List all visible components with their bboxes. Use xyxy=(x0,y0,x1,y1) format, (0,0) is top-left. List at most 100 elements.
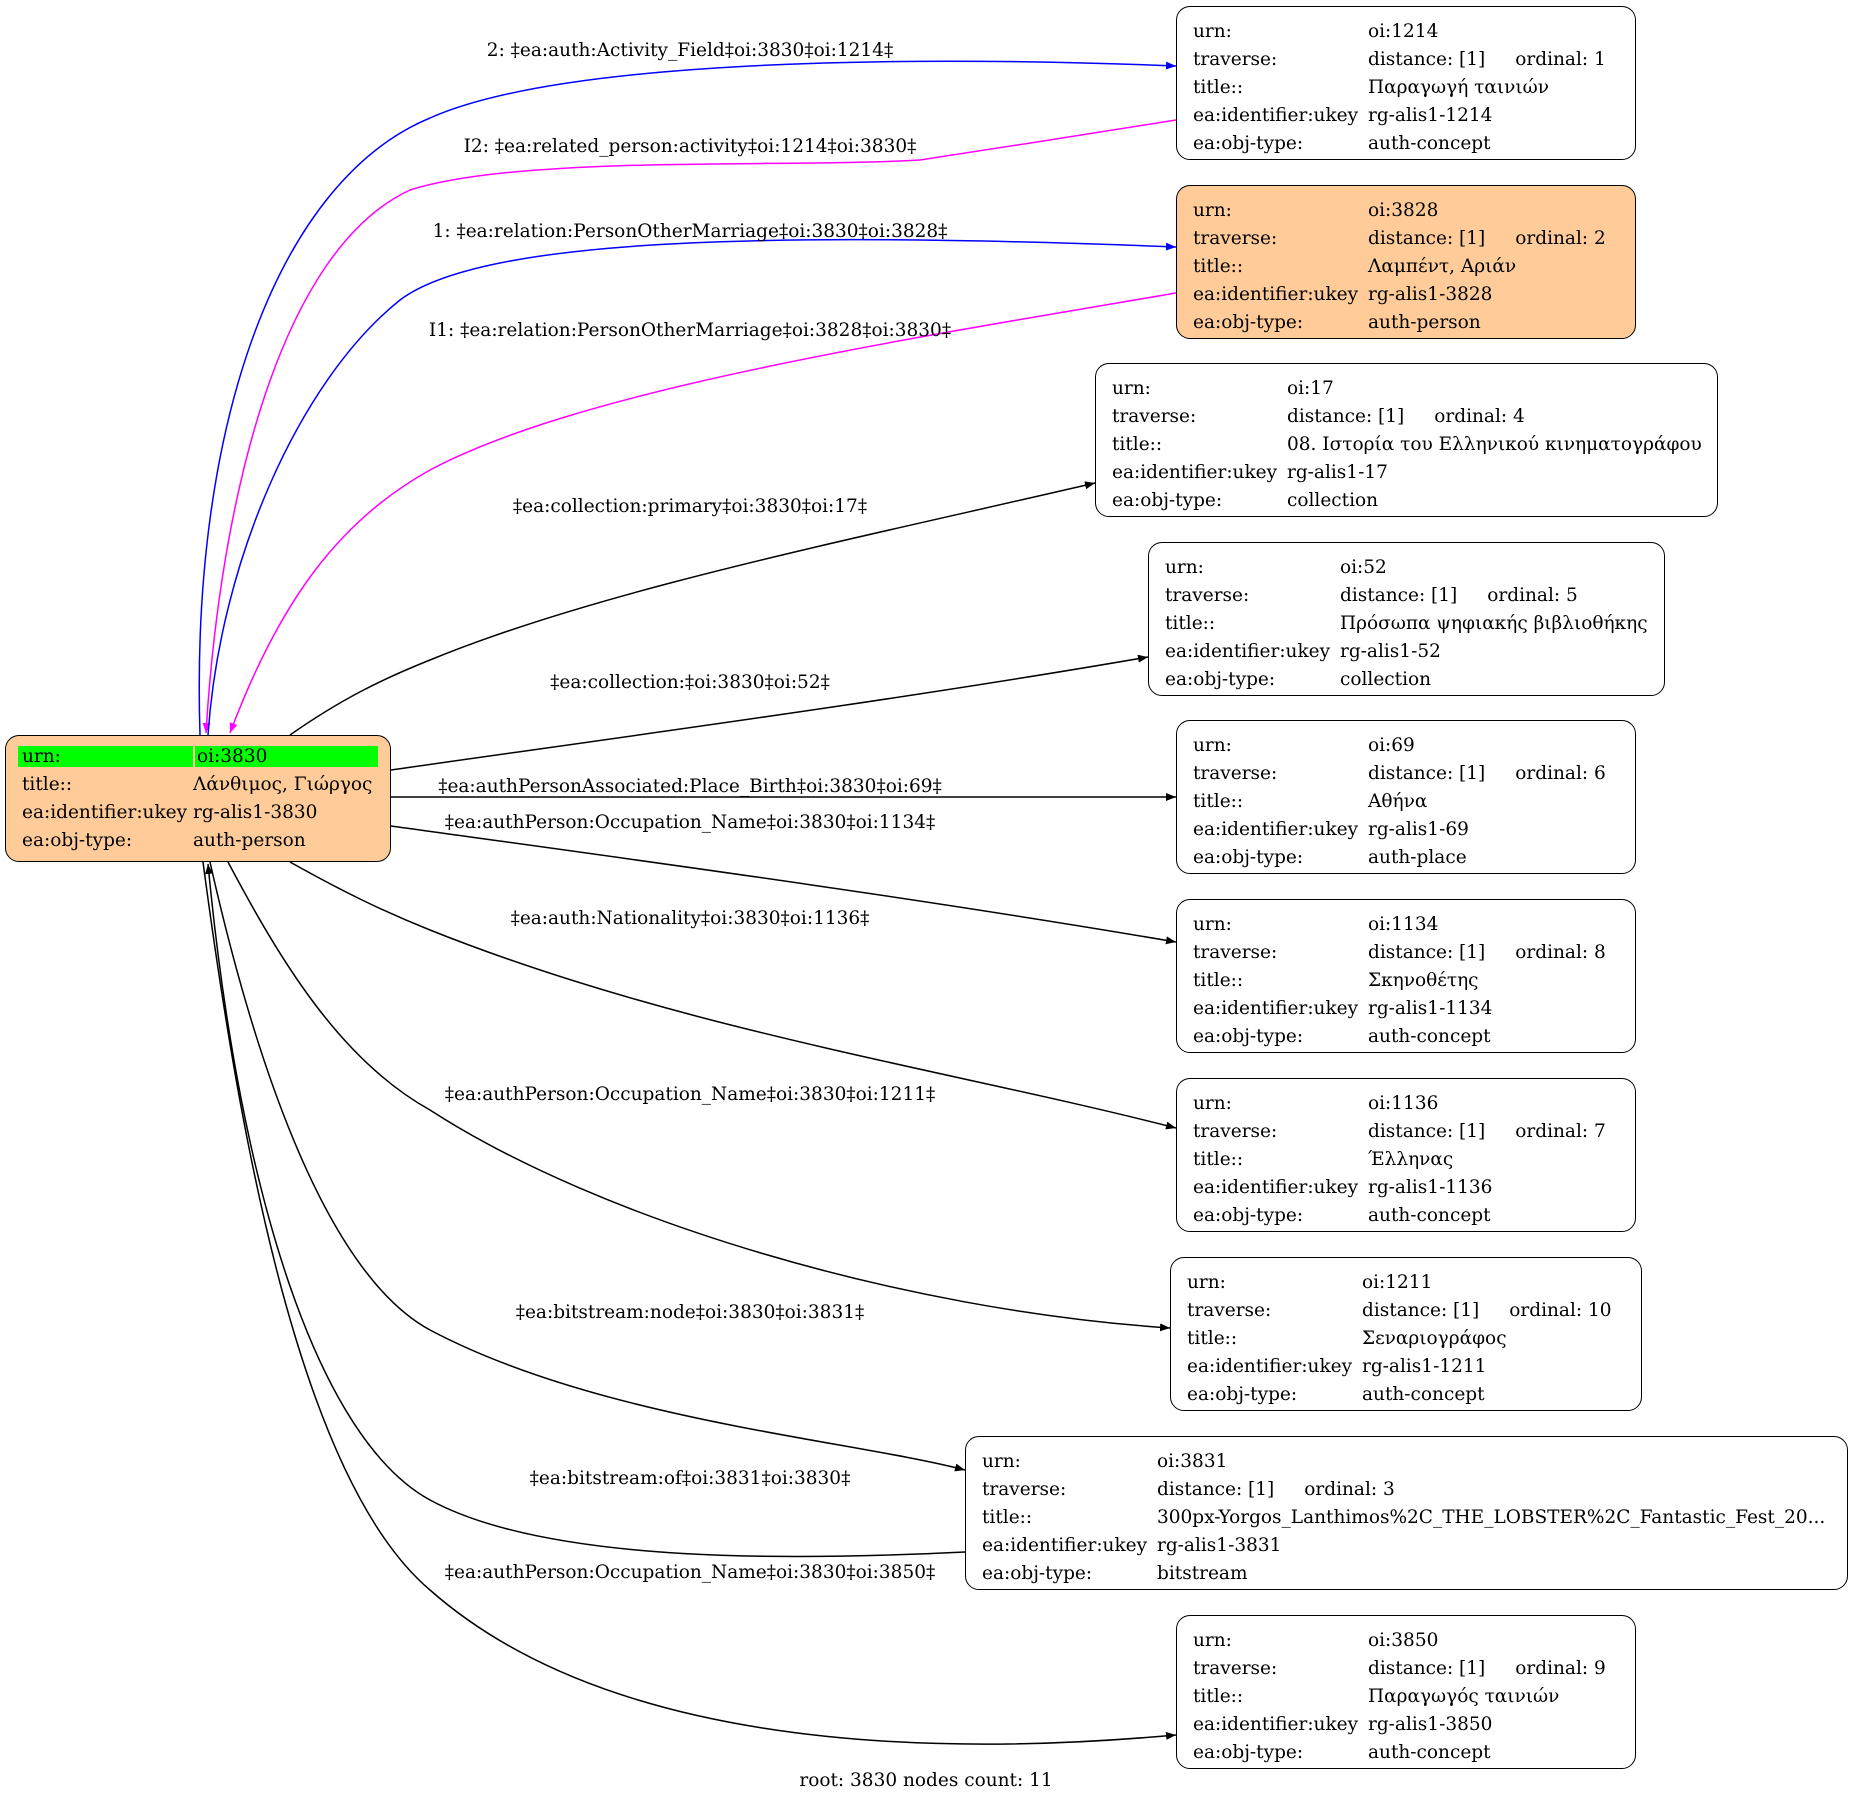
node-ukey-value: rg-alis1-1211 xyxy=(1362,1355,1487,1377)
node-title-row: title::Λαμπέντ, Αριάν xyxy=(1193,252,1619,280)
node-urn-row: urn: oi:1211 xyxy=(1187,1268,1625,1296)
node-type-row: ea:obj-type:auth-person xyxy=(1193,308,1619,336)
edge-label: I1: ‡ea:relation:PersonOtherMarriage‡oi:… xyxy=(429,320,951,341)
node-title-row: title::Σκηνοθέτης xyxy=(1193,966,1619,994)
node-traverse-value: distance: [1]ordinal: 10 xyxy=(1362,1300,1612,1321)
node-title-row: title::Παραγωγή ταινιών xyxy=(1193,73,1619,101)
node-traverse-label: traverse: xyxy=(1193,1657,1278,1679)
node-urn-label: urn: xyxy=(1187,1271,1226,1293)
node-urn-value: oi:17 xyxy=(1287,377,1334,399)
edge-occupation-1211 xyxy=(227,861,1171,1332)
node-title-label: title:: xyxy=(1193,1148,1244,1170)
node-traverse-label: traverse: xyxy=(1165,584,1250,606)
node-type-value: auth-concept xyxy=(1368,132,1491,154)
edge-label: ‡ea:authPerson:Occupation_Name‡oi:3830‡o… xyxy=(445,1084,935,1105)
node-title-label: title:: xyxy=(1112,433,1163,455)
root-node[interactable]: urn: oi:3830 title:: Λάνθιμος, Γιώργος e… xyxy=(5,735,391,862)
node-title-row: title::Παραγωγός ταινιών xyxy=(1193,1682,1619,1710)
node-traverse-row: traverse:distance: [1]ordinal: 7 xyxy=(1193,1117,1619,1145)
node-ordinal: ordinal: 3 xyxy=(1304,1478,1395,1500)
node-ordinal: ordinal: 5 xyxy=(1487,584,1578,606)
node-urn-row: urn:oi:3828 xyxy=(1193,196,1619,224)
node-urn-row: urn:oi:69 xyxy=(1193,731,1619,759)
node-urn-value: oi:1211 xyxy=(1362,1271,1433,1293)
node-title-label: title:: xyxy=(1193,969,1244,991)
edge-label: ‡ea:auth:Nationality‡oi:3830‡oi:1136‡ xyxy=(511,908,870,929)
node-type-label: ea:obj-type: xyxy=(1165,668,1276,690)
node-type-value: auth-concept xyxy=(1362,1383,1485,1405)
node-type-label: ea:obj-type: xyxy=(1193,1025,1304,1047)
node-ukey-label: ea:identifier:ukey xyxy=(1112,461,1278,483)
node-urn-value: oi:3850 xyxy=(1368,1629,1439,1651)
node-oi-1211[interactable]: urn: oi:1211 traverse: distance: [1]ordinal… xyxy=(1170,1257,1642,1411)
node-ukey-value: rg-alis1-1134 xyxy=(1368,997,1493,1019)
edge-label: ‡ea:collection:primary‡oi:3830‡oi:17‡ xyxy=(513,496,867,517)
node-type-value: bitstream xyxy=(1157,1562,1248,1584)
node-title-value: Παραγωγή ταινιών xyxy=(1368,76,1549,98)
node-title-row: title::Αθήνα xyxy=(1193,787,1619,815)
node-ordinal: ordinal: 10 xyxy=(1509,1299,1612,1321)
node-title-value: 08. Ιστορία του Ελληνικού κινηματογράφου xyxy=(1287,433,1702,455)
root-type-value: auth-person xyxy=(193,829,306,851)
node-traverse-label: traverse: xyxy=(1187,1299,1272,1321)
node-traverse-row: traverse: distance: [1]ordinal: 10 xyxy=(1187,1296,1625,1324)
node-type-row: ea:obj-type:auth-concept xyxy=(1193,129,1619,157)
node-ukey-label: ea:identifier:ukey xyxy=(982,1534,1148,1556)
node-traverse-label: traverse: xyxy=(982,1478,1067,1500)
node-distance: distance: [1] xyxy=(1368,941,1486,963)
edge-label: ‡ea:bitstream:node‡oi:3830‡oi:3831‡ xyxy=(516,1302,865,1323)
node-oi-1136[interactable]: urn: oi:1136 traverse:distance: [1]ordinal… xyxy=(1176,1078,1636,1232)
node-type-label: ea:obj-type: xyxy=(1193,1741,1304,1763)
node-urn-value: oi:1136 xyxy=(1368,1092,1439,1114)
node-ordinal: ordinal: 9 xyxy=(1515,1657,1606,1679)
node-title-label: title:: xyxy=(1193,255,1244,277)
node-traverse-value: distance: [1]ordinal: 7 xyxy=(1368,1121,1606,1142)
root-ukey-row: ea:identifier:ukey rg-alis1-3830 xyxy=(18,798,378,826)
node-title-row: title::300px-Yorgos_Lanthimos%2C_THE_LOB… xyxy=(982,1503,1831,1531)
node-urn-label: urn: xyxy=(1112,377,1151,399)
root-title-value: Λάνθιμος, Γιώργος xyxy=(193,773,373,795)
root-urn-row: urn: oi:3830 xyxy=(18,742,378,770)
node-type-label: ea:obj-type: xyxy=(982,1562,1093,1584)
edge-label: ‡ea:authPerson:Occupation_Name‡oi:3830‡o… xyxy=(445,1562,935,1583)
node-ukey-label: ea:identifier:ukey xyxy=(1165,640,1331,662)
node-ukey-value: rg-alis1-3831 xyxy=(1157,1534,1282,1556)
node-traverse-value: distance: [1]ordinal: 5 xyxy=(1340,585,1578,606)
node-ukey-value: rg-alis1-1214 xyxy=(1368,104,1493,126)
node-ukey-value: rg-alis1-3828 xyxy=(1368,283,1493,305)
node-type-label: ea:obj-type: xyxy=(1193,846,1304,868)
footer-summary: root: 3830 nodes count: 11 xyxy=(799,1770,1053,1791)
node-urn-row: urn:oi:3850 xyxy=(1193,1626,1619,1654)
node-title-row: title::Σεναριογράφος xyxy=(1187,1324,1625,1352)
node-title-value: Πρόσωπα ψηφιακής βιβλιοθήκης xyxy=(1340,612,1648,634)
node-urn-row: urn: oi:17 xyxy=(1112,374,1701,402)
node-title-row: title::Πρόσωπα ψηφιακής βιβλιοθήκης xyxy=(1165,609,1648,637)
node-type-value: collection xyxy=(1287,489,1379,511)
root-urn-label: urn: xyxy=(18,745,193,767)
node-urn-label: urn: xyxy=(1193,1092,1232,1114)
node-traverse-label: traverse: xyxy=(1193,941,1278,963)
node-ukey-value: rg-alis1-1136 xyxy=(1368,1176,1493,1198)
node-distance: distance: [1] xyxy=(1368,1120,1486,1142)
node-urn-label: urn: xyxy=(1193,913,1232,935)
edge-label: ‡ea:collection:‡oi:3830‡oi:52‡ xyxy=(550,672,830,693)
node-urn-value: oi:1134 xyxy=(1368,913,1439,935)
node-ukey-label: ea:identifier:ukey xyxy=(1193,997,1359,1019)
node-title-row: title::08. Ιστορία του Ελληνικού κινηματ… xyxy=(1112,430,1702,458)
edge-label: 2: ‡ea:auth:Activity_Field‡oi:3830‡oi:12… xyxy=(487,40,893,61)
node-title-label: title:: xyxy=(1193,790,1244,812)
node-ordinal: ordinal: 4 xyxy=(1434,405,1525,427)
node-ordinal: ordinal: 1 xyxy=(1515,48,1606,70)
edge-label: ‡ea:authPerson:Occupation_Name‡oi:3830‡o… xyxy=(445,812,935,833)
